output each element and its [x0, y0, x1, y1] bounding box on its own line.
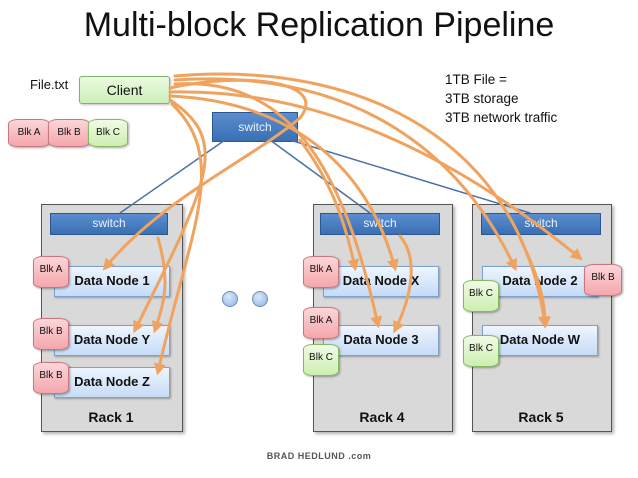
info-line-1: 1TB File =	[445, 72, 507, 87]
file-block-b: Blk B	[48, 119, 90, 147]
arrow-switch-nodex	[298, 138, 360, 272]
arrow-client-node3	[173, 82, 383, 329]
rack-1-label: Rack 1	[88, 409, 134, 425]
rack-4-label: Rack 4	[359, 409, 405, 425]
data-node-1[interactable]: Data Node 1	[54, 266, 170, 297]
ellipsis-dot-2	[252, 291, 268, 307]
file-block-a: Blk A	[8, 119, 50, 147]
arrow-node1-nodey	[151, 236, 167, 334]
rack-1-block-a: Blk A	[33, 256, 69, 288]
rack-5-block-c-1: Blk C	[463, 280, 499, 312]
page-title: Multi-block Replication Pipeline	[83, 6, 555, 44]
rack-5-block-b: Blk B	[584, 264, 622, 296]
uplink-rack-4	[269, 139, 371, 214]
uplink-rack-1	[119, 139, 226, 214]
arrow-client-nodez	[153, 102, 203, 376]
data-node-x[interactable]: Data Node X	[323, 266, 439, 297]
rack-1-switch: switch	[50, 213, 168, 235]
rack-5-label: Rack 5	[518, 409, 564, 425]
arrow-client-nodew	[173, 72, 550, 329]
rack-5-block-c-2: Blk C	[463, 335, 499, 367]
data-node-w[interactable]: Data Node W	[482, 325, 598, 356]
client-box[interactable]: Client	[79, 76, 170, 104]
switch-uplinks	[119, 139, 531, 214]
file-label: File.txt	[30, 77, 69, 92]
file-block-c: Blk C	[88, 119, 128, 147]
arrow-client-node2	[173, 77, 517, 272]
arrow-client-node2-blkb	[168, 90, 583, 261]
arrow-node2-nodew	[518, 236, 551, 329]
uplink-rack-5	[289, 139, 531, 214]
data-node-3[interactable]: Data Node 3	[323, 325, 439, 356]
arrow-client-nodex	[168, 94, 399, 272]
arrow-nodex-node3	[393, 234, 413, 334]
info-line-2: 3TB storage	[445, 91, 519, 106]
rack-1-block-b-1: Blk B	[33, 318, 69, 350]
rack-4-block-a-2: Blk A	[303, 307, 339, 339]
ellipsis-dot-1	[222, 291, 238, 307]
rack-4-block-a-1: Blk A	[303, 256, 339, 288]
pipeline-arrows	[102, 72, 583, 376]
rack-1-block-b-2: Blk B	[33, 362, 69, 394]
data-node-y[interactable]: Data Node Y	[54, 325, 170, 356]
info-line-3: 3TB network traffic	[445, 110, 558, 125]
info-text: 1TB File = 3TB storage 3TB network traff…	[445, 70, 557, 127]
credit-text: BRAD HEDLUND .com	[266, 451, 372, 461]
arrow-client-node1	[102, 78, 308, 271]
rack-4-block-c: Blk C	[303, 344, 339, 376]
data-node-z[interactable]: Data Node Z	[54, 367, 170, 398]
